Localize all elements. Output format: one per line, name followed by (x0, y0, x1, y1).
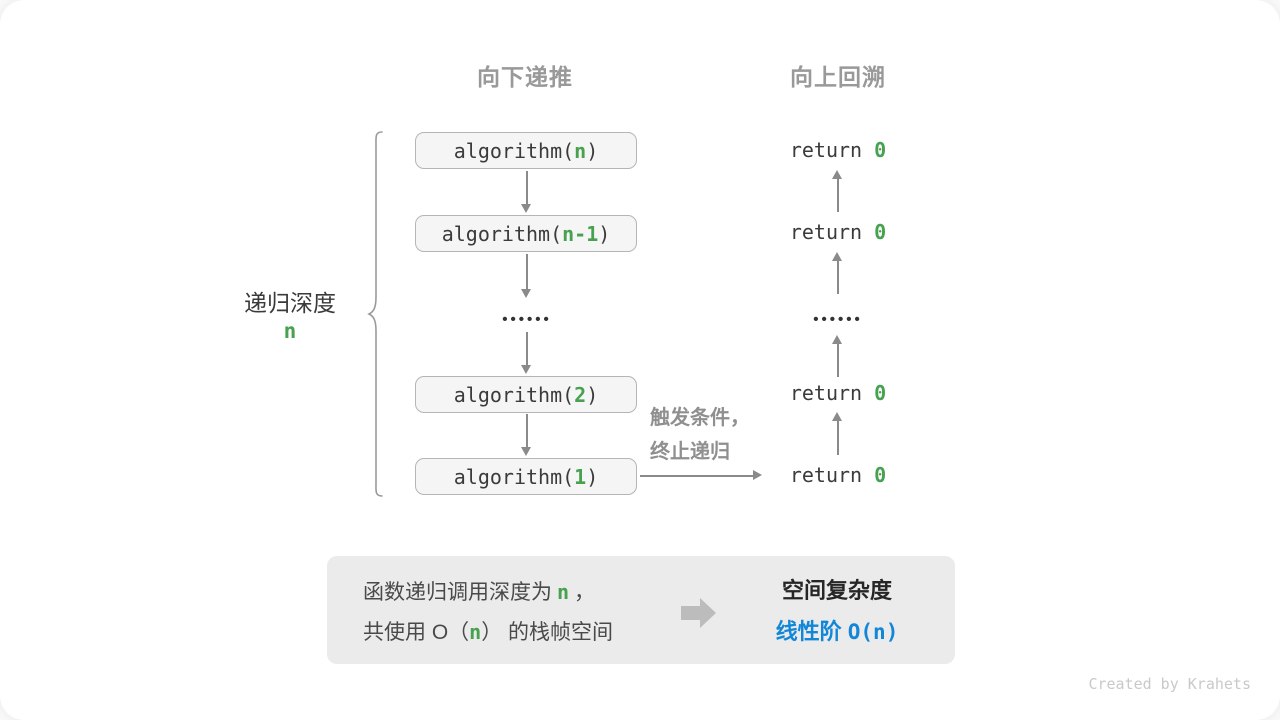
call-box-n: algorithm(n) (415, 132, 637, 169)
call-arg: 2 (574, 382, 587, 407)
arrow-head (521, 289, 532, 298)
summary-var: n (469, 620, 482, 644)
arrow-shaft (525, 414, 529, 448)
trigger-condition-label: 触发条件， 终止递归 (650, 401, 780, 469)
return-value: 0 (874, 138, 887, 162)
arrow-up-icon (831, 412, 845, 455)
curly-brace-icon (367, 131, 383, 497)
arrow-down-icon (520, 254, 534, 298)
arrow-head (753, 470, 762, 481)
recursion-depth-label: 递归深度 (244, 290, 336, 316)
arrow-shaft (836, 260, 840, 294)
result-big-o: O(n) (847, 620, 899, 644)
recursion-depth-var: n (283, 319, 297, 343)
return-value: 0 (874, 381, 887, 405)
arrow-up-icon (831, 170, 845, 212)
call-arg: 1 (574, 464, 587, 489)
return-text: return (789, 463, 875, 487)
trigger-line-2: 终止递归 (650, 441, 730, 463)
return-statement: return 0 (763, 381, 913, 405)
arrow-down-icon (520, 332, 534, 374)
arrow-shaft (836, 178, 840, 212)
arrow-head (521, 365, 532, 374)
call-text: algorithm( (453, 138, 575, 163)
return-text: return (789, 220, 875, 244)
call-arg: n-1 (562, 221, 599, 246)
arrow-head (521, 204, 532, 213)
arrow-shaft (525, 171, 529, 205)
return-value: 0 (874, 463, 887, 487)
return-value: 0 (874, 220, 887, 244)
call-text: ) (598, 221, 611, 246)
result-prefix: 线性阶 (775, 619, 848, 644)
call-text: algorithm( (441, 221, 563, 246)
arrow-shaft (525, 254, 529, 290)
header-downward-recursion: 向下递推 (477, 64, 573, 90)
call-text: ) (586, 138, 599, 163)
arrow-head (521, 447, 532, 456)
trigger-line-1: 触发条件， (650, 407, 750, 429)
arrow-up-icon (831, 252, 845, 294)
return-statement: return 0 (763, 463, 913, 487)
block-arrow-right-icon (681, 598, 716, 628)
arrow-shaft (525, 332, 529, 366)
arrow-head (832, 335, 843, 344)
result-title: 空间复杂度 (781, 578, 892, 603)
return-statement: return 0 (763, 138, 913, 162)
call-box-1: algorithm(1) (415, 458, 637, 495)
arrow-head (832, 412, 843, 421)
result-value: 线性阶 O(n) (722, 614, 952, 646)
ellipsis-upward: •••••• (813, 311, 863, 328)
summary-var: n (557, 580, 570, 604)
return-statement: return 0 (763, 220, 913, 244)
arrow-down-icon (520, 171, 534, 213)
call-text: ) (586, 464, 599, 489)
call-box-n-1: algorithm(n-1) (415, 215, 637, 252)
summary-text: 函数递归调用深度为 (363, 581, 552, 604)
call-text: ) (586, 382, 599, 407)
arrow-up-icon (831, 335, 845, 377)
arrow-down-icon (520, 414, 534, 456)
call-text: algorithm( (453, 464, 575, 489)
arrow-right-icon (640, 469, 762, 483)
arrow-shaft (640, 474, 754, 478)
call-arg: n (574, 138, 587, 163)
return-text: return (789, 138, 875, 162)
arrow-head (832, 252, 843, 261)
arrow-head (832, 170, 843, 179)
summary-line-2: 共使用 O（n） 的栈帧空间 (363, 616, 613, 646)
arrow-shaft (836, 420, 840, 455)
watermark: Created by Krahets (1088, 675, 1251, 693)
summary-text: 共使用 O（ (363, 621, 470, 644)
summary-text: ， (574, 581, 596, 604)
call-text: algorithm( (453, 382, 575, 407)
arrow-shaft (836, 343, 840, 377)
call-box-2: algorithm(2) (415, 376, 637, 413)
ellipsis-downward: •••••• (502, 311, 552, 328)
header-upward-backtrack: 向上回溯 (790, 64, 886, 90)
summary-text: ） 的栈帧空间 (481, 621, 614, 644)
return-text: return (789, 381, 875, 405)
